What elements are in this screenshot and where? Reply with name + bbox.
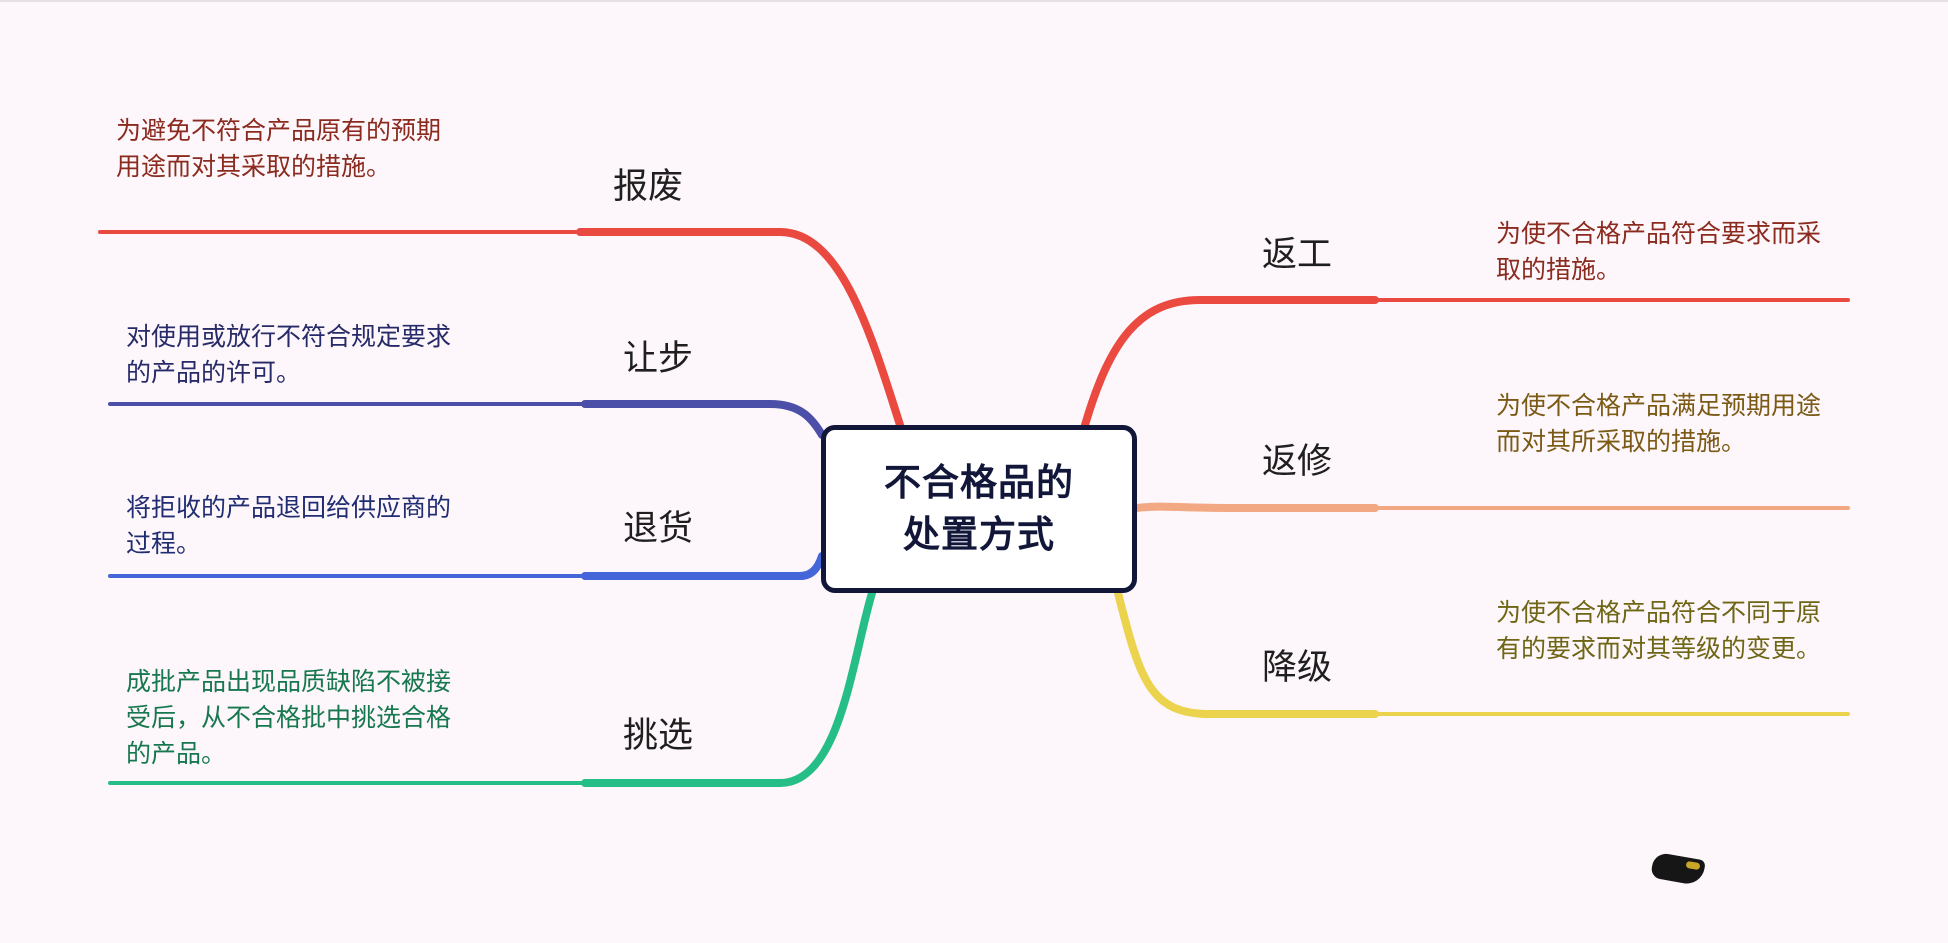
- desc-repair: 为使不合格产品满足预期用途而对其所采取的措施。: [1496, 391, 1822, 456]
- branch-curve-sorting: [581, 589, 876, 787]
- branch-line-concession: [108, 402, 824, 437]
- branch-label-sorting[interactable]: 挑选: [623, 716, 694, 756]
- desc-rework: 为使不合格产品符合要求而采取的措施。: [1496, 219, 1822, 284]
- branch-curve-return: [581, 552, 826, 580]
- desc-concession: 对使用或放行不符合规定要求的产品的许可。: [126, 322, 452, 387]
- branch-curve-concession: [581, 400, 826, 439]
- branch-curve-scrap: [576, 228, 904, 429]
- branch-label-return[interactable]: 退货: [623, 509, 694, 549]
- branch-label-scrap[interactable]: 报废: [613, 167, 684, 207]
- branch-label-repair[interactable]: 返修: [1262, 442, 1333, 482]
- desc-downgrade: 为使不合格产品符合不同于原有的要求而对其等级的变更。: [1496, 598, 1822, 663]
- branch-label-concession[interactable]: 让步: [623, 339, 694, 379]
- desc-scrap: 为避免不符合产品原有的预期用途而对其采取的措施。: [116, 116, 442, 181]
- branch-curve-downgrade: [1114, 589, 1379, 718]
- branch-label-downgrade[interactable]: 降级: [1262, 648, 1333, 688]
- branch-curve-repair: [1133, 502, 1379, 512]
- top-divider: [0, 0, 1948, 2]
- branch-curve-rework: [1081, 296, 1379, 429]
- center-title: 不合格品的处置方式: [884, 461, 1074, 556]
- center-node[interactable]: 不合格品的处置方式: [821, 425, 1137, 593]
- branch-label-rework[interactable]: 返工: [1262, 235, 1333, 275]
- desc-return: 将拒收的产品退回给供应商的过程。: [126, 493, 452, 558]
- desc-sorting: 成批产品出现品质缺陷不被接受后，从不合格批中挑选合格的产品。: [126, 667, 452, 768]
